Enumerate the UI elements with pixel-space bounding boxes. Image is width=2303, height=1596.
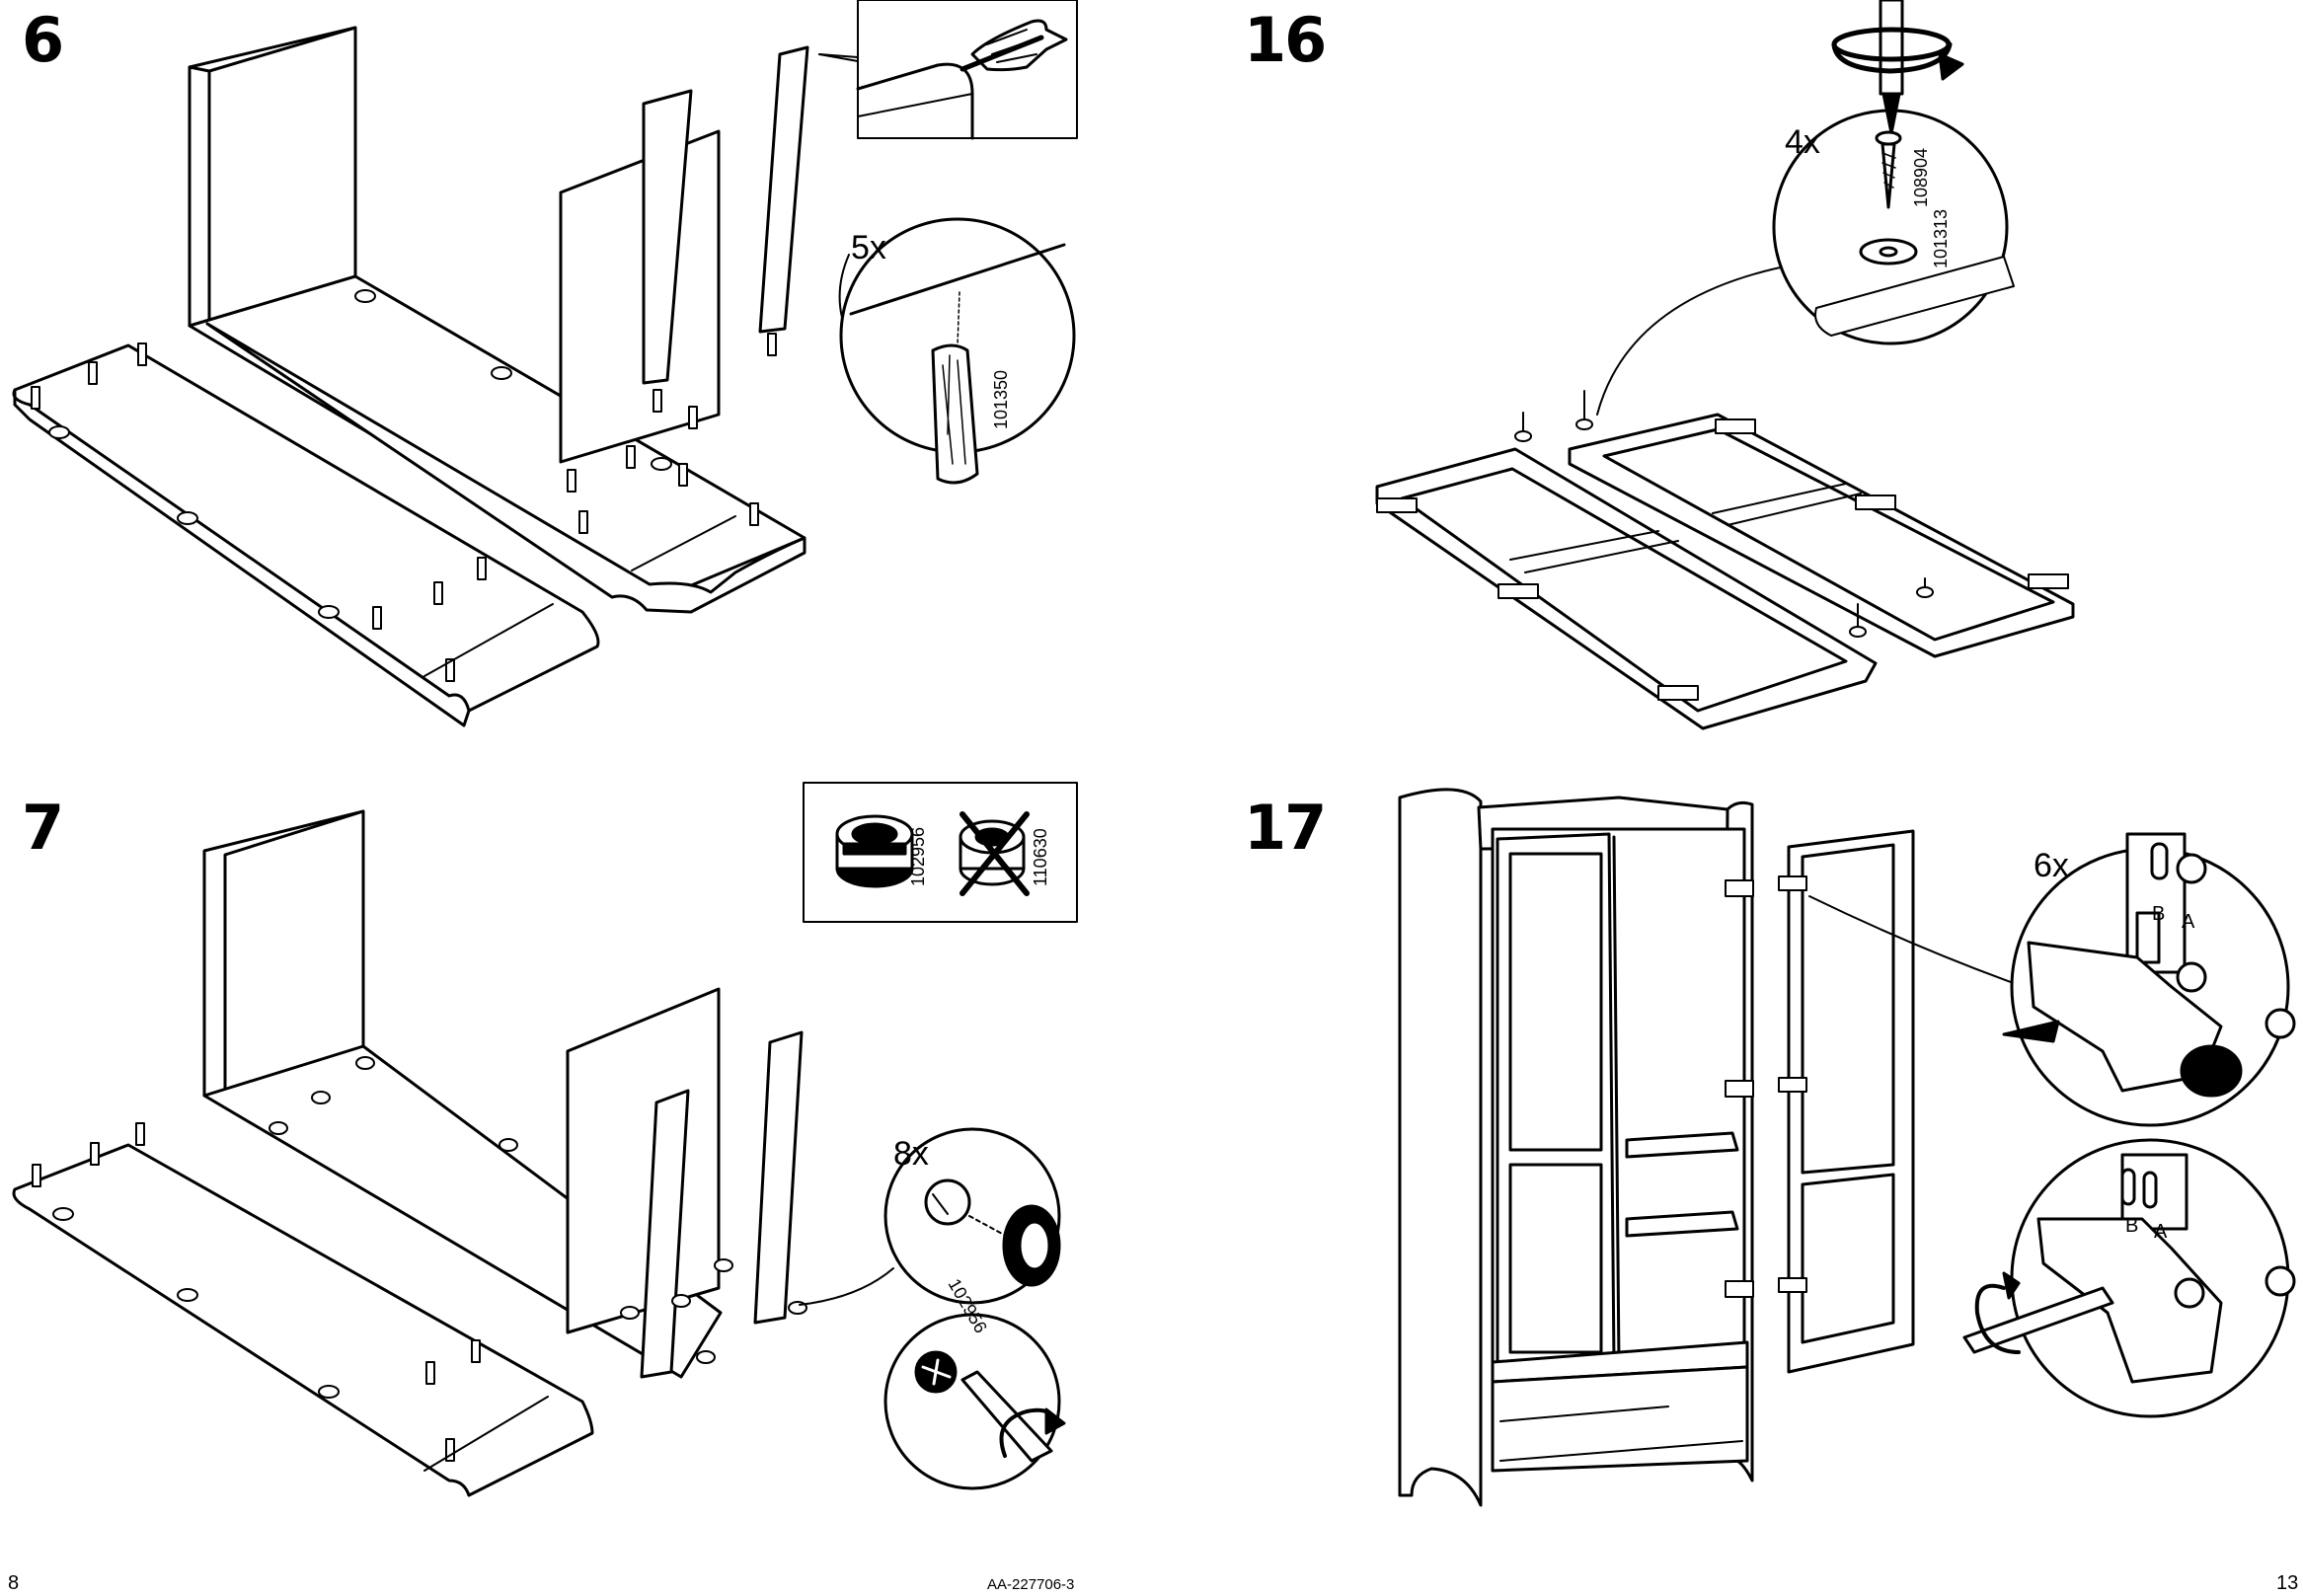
hinge-icon (2002, 832, 2296, 1098)
dowels-7 (32, 1122, 481, 1462)
screwdriver-16 (1831, 0, 1964, 135)
step-7-quantity: 8x (893, 1135, 929, 1173)
parts-box-crossed-cam-lock: 110630 (1031, 828, 1050, 886)
screw-icon (1875, 130, 1902, 209)
step-number-16: 16 (1244, 4, 1327, 76)
step-16-quantity: 4x (1785, 123, 1820, 161)
crossed-cam-lock-icon (959, 811, 1030, 896)
cam-lock-icon (835, 814, 914, 888)
door-left (1375, 447, 1878, 730)
rotate-arrow-icon (999, 1407, 1066, 1458)
base-board-right (205, 322, 806, 614)
loose-stile-7 (753, 1030, 804, 1325)
warning-hand-icon (960, 19, 1068, 72)
step-6-illustration (12, 0, 1078, 727)
washer-icon (1859, 238, 1918, 266)
wardrobe (1398, 788, 1754, 1507)
step-6-quantity: 5x (851, 229, 886, 266)
bottom-board (12, 343, 600, 713)
cam-fittings (48, 289, 672, 619)
dowel-icon (931, 291, 979, 485)
step-number-7: 7 (22, 792, 64, 864)
step-17-quantity: 6x (2034, 847, 2069, 884)
page-number-right: 13 (2276, 1572, 2299, 1594)
cam-lock-detail-icon (924, 1178, 1061, 1287)
side-stile-7 (640, 1089, 690, 1379)
back-panel (188, 26, 357, 328)
washers (1514, 390, 1934, 638)
dowels (31, 333, 777, 682)
side-panel-7 (566, 987, 721, 1334)
screwdriver-zoom-circle (883, 1313, 1061, 1490)
side-stile (642, 89, 693, 385)
parts-box-cam-lock: 102956 (908, 827, 928, 886)
step-7-illustration (12, 782, 1078, 1497)
hinge-label-b-bottom: B (2125, 1215, 2138, 1237)
step-number-6: 6 (22, 4, 64, 76)
step-6-part-number: 101350 (991, 370, 1011, 429)
bottom-board-7 (12, 1143, 594, 1497)
step-number-17: 17 (1244, 792, 1327, 864)
step-16-washer-part: 101313 (1931, 209, 1951, 268)
loose-stile (758, 45, 809, 334)
door-right (1568, 413, 2075, 658)
hinge-icons (1376, 418, 2069, 701)
document-code: AA-227706-3 (987, 1576, 1075, 1593)
hinge-label-a-top: A (2182, 911, 2195, 933)
step-16-illustration (1375, 0, 2075, 730)
step-16-screw-part: 108904 (1911, 148, 1931, 207)
hinge-adjust-icon (1962, 1153, 2296, 1384)
open-door (1787, 829, 1915, 1374)
cam-fittings-7 (52, 1056, 807, 1399)
hinges-17 (1725, 875, 1807, 1298)
hinge-label-b-top: B (2152, 903, 2165, 925)
step-17-illustration (1398, 788, 2296, 1507)
hinge-label-a-bottom: A (2154, 1221, 2168, 1243)
screwdriver-icon (914, 1350, 1053, 1463)
page-number-left: 8 (8, 1572, 20, 1594)
